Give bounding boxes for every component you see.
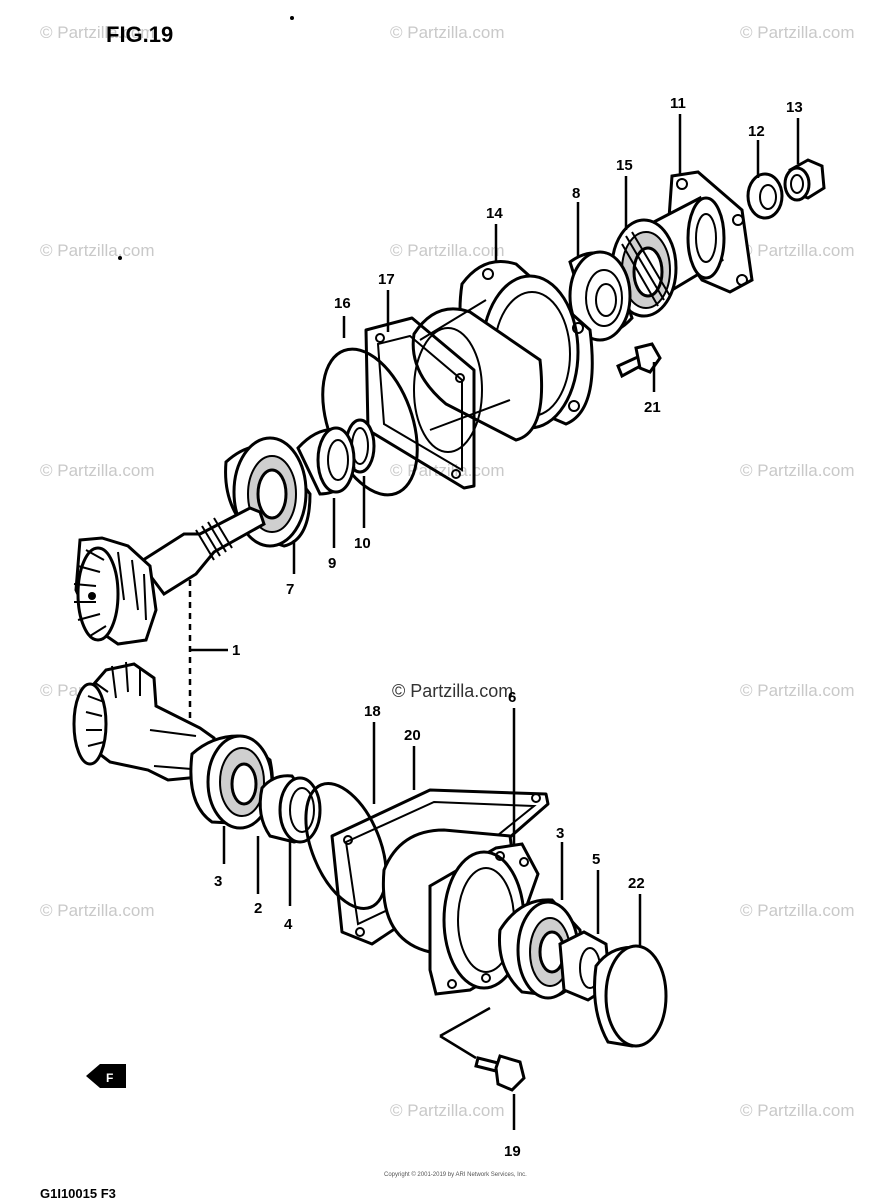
watermark-center: © Partzilla.com: [392, 681, 513, 701]
part-8-bearing[interactable]: [568, 250, 634, 342]
watermark: © Partzilla.com: [740, 23, 855, 42]
callout-16[interactable]: 16: [334, 295, 351, 312]
callout-3[interactable]: 3: [214, 873, 222, 890]
callout-17[interactable]: 17: [378, 271, 395, 288]
watermark: © Partzilla.com: [390, 241, 505, 260]
callout-2[interactable]: 2: [254, 900, 262, 917]
part-18-oring[interactable]: [290, 772, 402, 920]
part-22-cap[interactable]: [593, 944, 668, 1048]
footer-copyright: Copyright © 2001-2019 by ARI Network Ser…: [384, 1171, 527, 1178]
callout-19[interactable]: 19: [504, 1143, 521, 1160]
speck: [290, 16, 294, 20]
watermark: © Partzilla.com: [40, 901, 155, 920]
part-13-nut[interactable]: [783, 158, 826, 202]
watermark: © Partzilla.com: [40, 241, 155, 260]
watermark: © Partzilla.com: [740, 461, 855, 480]
callout-6[interactable]: 6: [508, 689, 516, 706]
watermark: © Partzilla.com: [390, 1101, 505, 1120]
part-2-ring[interactable]: [258, 774, 322, 844]
watermark: © Partzilla.com: [740, 1101, 855, 1120]
part-14-housing[interactable]: [411, 260, 594, 453]
front-arrow-icon: F: [86, 1064, 126, 1088]
speck: [118, 256, 122, 260]
callout-8[interactable]: 8: [572, 185, 580, 202]
leader-lines: [190, 114, 800, 1130]
upper-assembly: [73, 158, 826, 646]
callout-5[interactable]: 5: [592, 851, 600, 868]
callout-12[interactable]: 12: [748, 123, 765, 140]
part-3-bearing-left[interactable]: [189, 734, 274, 830]
svg-text:F: F: [106, 1071, 113, 1085]
watermark: © Partzilla.com: [390, 461, 505, 480]
callout-20[interactable]: 20: [404, 727, 421, 744]
callout-15[interactable]: 15: [616, 157, 633, 174]
part-3-bearing-right[interactable]: [497, 898, 583, 1000]
part-12-washer[interactable]: [746, 172, 784, 220]
part-19-bolt[interactable]: [474, 1054, 526, 1092]
watermark: © Partzilla.com: [740, 241, 855, 260]
watermark-layer: © Partzilla.com © Partzilla.com © Partzi…: [40, 23, 855, 1120]
callout-13[interactable]: 13: [786, 99, 803, 116]
callout-11[interactable]: 11: [670, 95, 686, 112]
watermark: © Partzilla.com: [40, 23, 155, 42]
callout-3-lower[interactable]: 3: [556, 825, 564, 842]
watermark: © Partzilla.com: [40, 461, 155, 480]
lower-bevel-gear[interactable]: [72, 661, 216, 782]
part-15-bearing[interactable]: [610, 218, 678, 318]
lower-assembly: [72, 342, 668, 1092]
callout-4[interactable]: 4: [284, 916, 293, 933]
callout-9[interactable]: 9: [328, 555, 336, 572]
upper-pinion-gear[interactable]: [73, 506, 266, 646]
callout-21[interactable]: 21: [644, 399, 661, 416]
callout-labels: 1 2 3 3 4 5 6 7 8 9 10 11 12 13 14 15 16…: [214, 95, 803, 1160]
footer-code: G1I10015 F3: [40, 1186, 116, 1200]
callout-18[interactable]: 18: [364, 703, 381, 720]
part-11-flange[interactable]: [648, 170, 754, 294]
callout-1[interactable]: 1: [232, 642, 240, 659]
callout-14[interactable]: 14: [486, 205, 503, 222]
figure-title: FIG.19: [106, 22, 173, 47]
part-9-spacer[interactable]: [296, 426, 356, 496]
watermark: © Partzilla.com: [740, 901, 855, 920]
watermark: © Partzilla.com: [740, 681, 855, 700]
callout-7[interactable]: 7: [286, 581, 294, 598]
callout-22[interactable]: 22: [628, 875, 645, 892]
callout-10[interactable]: 10: [354, 535, 371, 552]
watermark: © Partzilla.com: [390, 23, 505, 42]
